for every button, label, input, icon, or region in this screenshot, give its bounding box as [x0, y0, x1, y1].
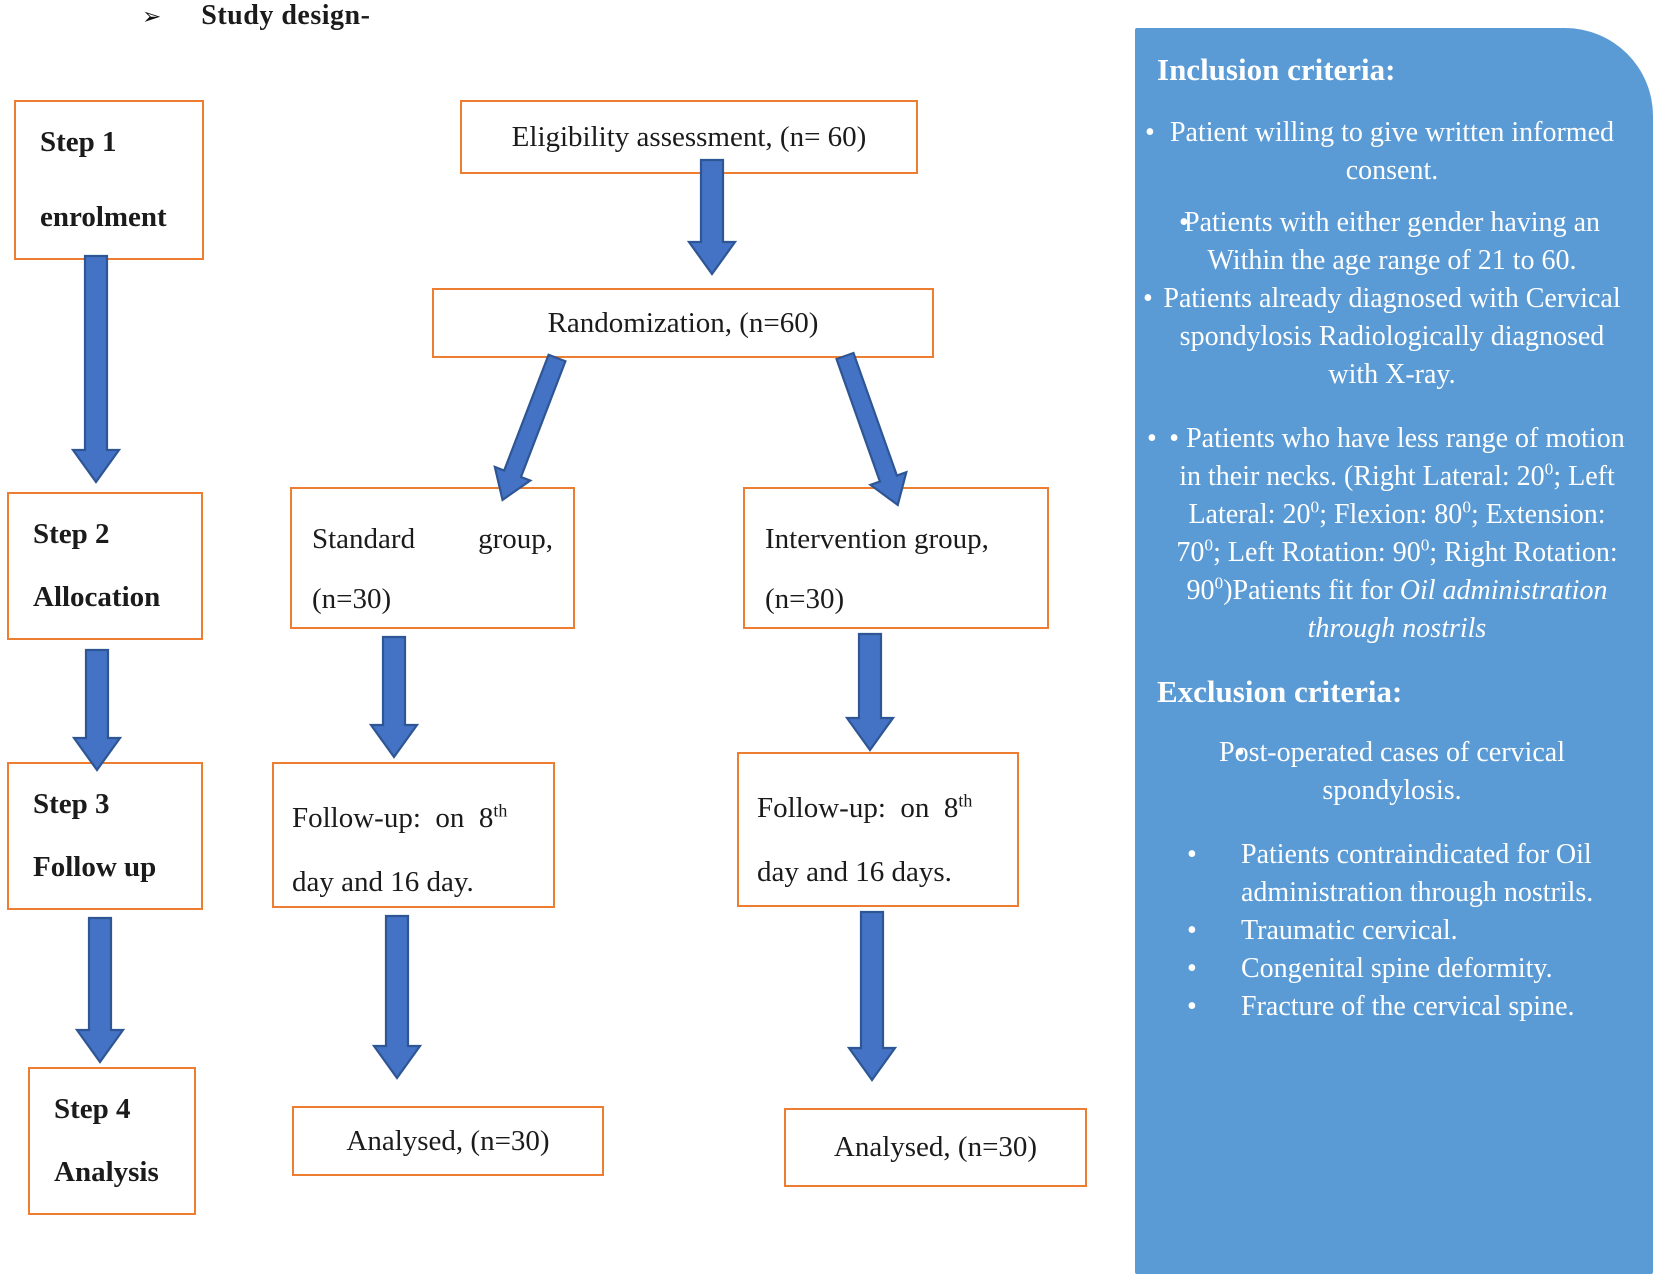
- randomization-box: Randomization, (n=60): [432, 288, 934, 358]
- step3-label: Step 3: [33, 788, 110, 820]
- exclusion-item-traumatic: • Traumatic cervical.: [1157, 912, 1627, 950]
- step4-sublabel: Analysis: [54, 1156, 159, 1188]
- arrow-followup-analysed-right: [846, 910, 898, 1082]
- bullet-icon: •: [1187, 839, 1197, 870]
- intervention-group-label: Intervention group,: [765, 523, 989, 555]
- oil-administration-italic: Oil administration through nostrils: [1307, 575, 1608, 644]
- step3-box: Step 3 Follow up: [7, 762, 203, 910]
- analysed-right-label: Analysed, (n=30): [833, 1131, 1038, 1163]
- followup-right-line2: day and 16 days.: [757, 856, 952, 888]
- randomization-label: Randomization, (n=60): [547, 306, 819, 339]
- bullet-icon: •: [1179, 207, 1189, 238]
- criteria-panel: Inclusion criteria: • Patient willing to…: [1135, 28, 1653, 1274]
- standard-group-box: Standard group, (n=30): [290, 487, 575, 629]
- step2-box: Step 2 Allocation: [7, 492, 203, 640]
- eligibility-box: Eligibility assessment, (n= 60): [460, 100, 918, 174]
- inclusion-item-age-gender: • Patients with either gender having an …: [1157, 204, 1627, 280]
- arrow-eligibility-randomization: [686, 158, 738, 276]
- step2-sublabel: Allocation: [33, 581, 161, 613]
- step4-label: Step 4: [54, 1093, 131, 1125]
- inclusion-item-diagnosis: • Patients already diagnosed with Cervic…: [1143, 280, 1627, 394]
- bullet-icon: •: [1143, 283, 1153, 314]
- analysed-left-label: Analysed, (n=30): [346, 1124, 550, 1157]
- standard-group-n: (n=30): [312, 583, 392, 615]
- arrow-step2-step3: [71, 648, 123, 772]
- arrow-step1-step2: [70, 254, 122, 484]
- inclusion-criteria-header: Inclusion criteria:: [1157, 52, 1396, 87]
- followup-right-line1: Follow-up: on 8th: [757, 790, 973, 824]
- arrow-intervention-followup: [844, 632, 896, 752]
- bullet-icon: •: [1147, 423, 1157, 454]
- step3-sublabel: Follow up: [33, 851, 157, 883]
- exclusion-item-fracture: • Fracture of the cervical spine.: [1157, 988, 1627, 1026]
- followup-right-box: Follow-up: on 8th day and 16 days.: [737, 752, 1019, 907]
- arrow-step3-step4: [74, 916, 126, 1064]
- bullet-icon: •: [1235, 737, 1245, 768]
- bullet-icon: •: [1187, 953, 1197, 984]
- page-title: ➢ Study design-: [142, 0, 370, 32]
- step1-box: Step 1 enrolment: [14, 100, 204, 260]
- standard-group-label: Standard group,: [312, 523, 553, 555]
- followup-left-box: Follow-up: on 8th day and 16 day.: [272, 762, 555, 908]
- step2-label: Step 2: [33, 518, 110, 550]
- step1-sublabel: enrolment: [40, 201, 167, 233]
- inclusion-item-consent: • Patient willing to give written inform…: [1145, 114, 1627, 190]
- eligibility-label: Eligibility assessment, (n= 60): [511, 120, 867, 153]
- exclusion-criteria-header: Exclusion criteria:: [1157, 674, 1403, 709]
- arrowhead-bullet-icon: ➢: [142, 4, 162, 30]
- exclusion-item-contraindicated: • Patients contraindicated for Oil admin…: [1157, 836, 1627, 912]
- intervention-group-n: (n=30): [765, 583, 845, 615]
- step4-box: Step 4 Analysis: [28, 1067, 196, 1215]
- bullet-icon: •: [1187, 991, 1197, 1022]
- arrow-followup-analysed-left: [371, 914, 423, 1080]
- followup-left-line1: Follow-up: on 8th: [292, 800, 508, 834]
- page-title-text: Study design-: [201, 0, 371, 31]
- arrow-standard-followup: [368, 635, 420, 759]
- exclusion-item-congenital: • Congenital spine deformity.: [1157, 950, 1627, 988]
- bullet-icon: •: [1187, 915, 1197, 946]
- analysed-right-box: Analysed, (n=30): [784, 1108, 1087, 1187]
- followup-left-line2: day and 16 day.: [292, 866, 474, 898]
- step1-label: Step 1: [40, 126, 117, 158]
- bullet-icon: •: [1145, 117, 1155, 148]
- exclusion-item-post-operated: • Post-operated cases of cervical spondy…: [1157, 734, 1627, 810]
- intervention-group-box: Intervention group, (n=30): [743, 487, 1049, 629]
- inclusion-item-range-of-motion: • • Patients who have less range of moti…: [1147, 420, 1627, 648]
- analysed-left-box: Analysed, (n=30): [292, 1106, 604, 1176]
- arrow-randomization-standard: [493, 353, 567, 502]
